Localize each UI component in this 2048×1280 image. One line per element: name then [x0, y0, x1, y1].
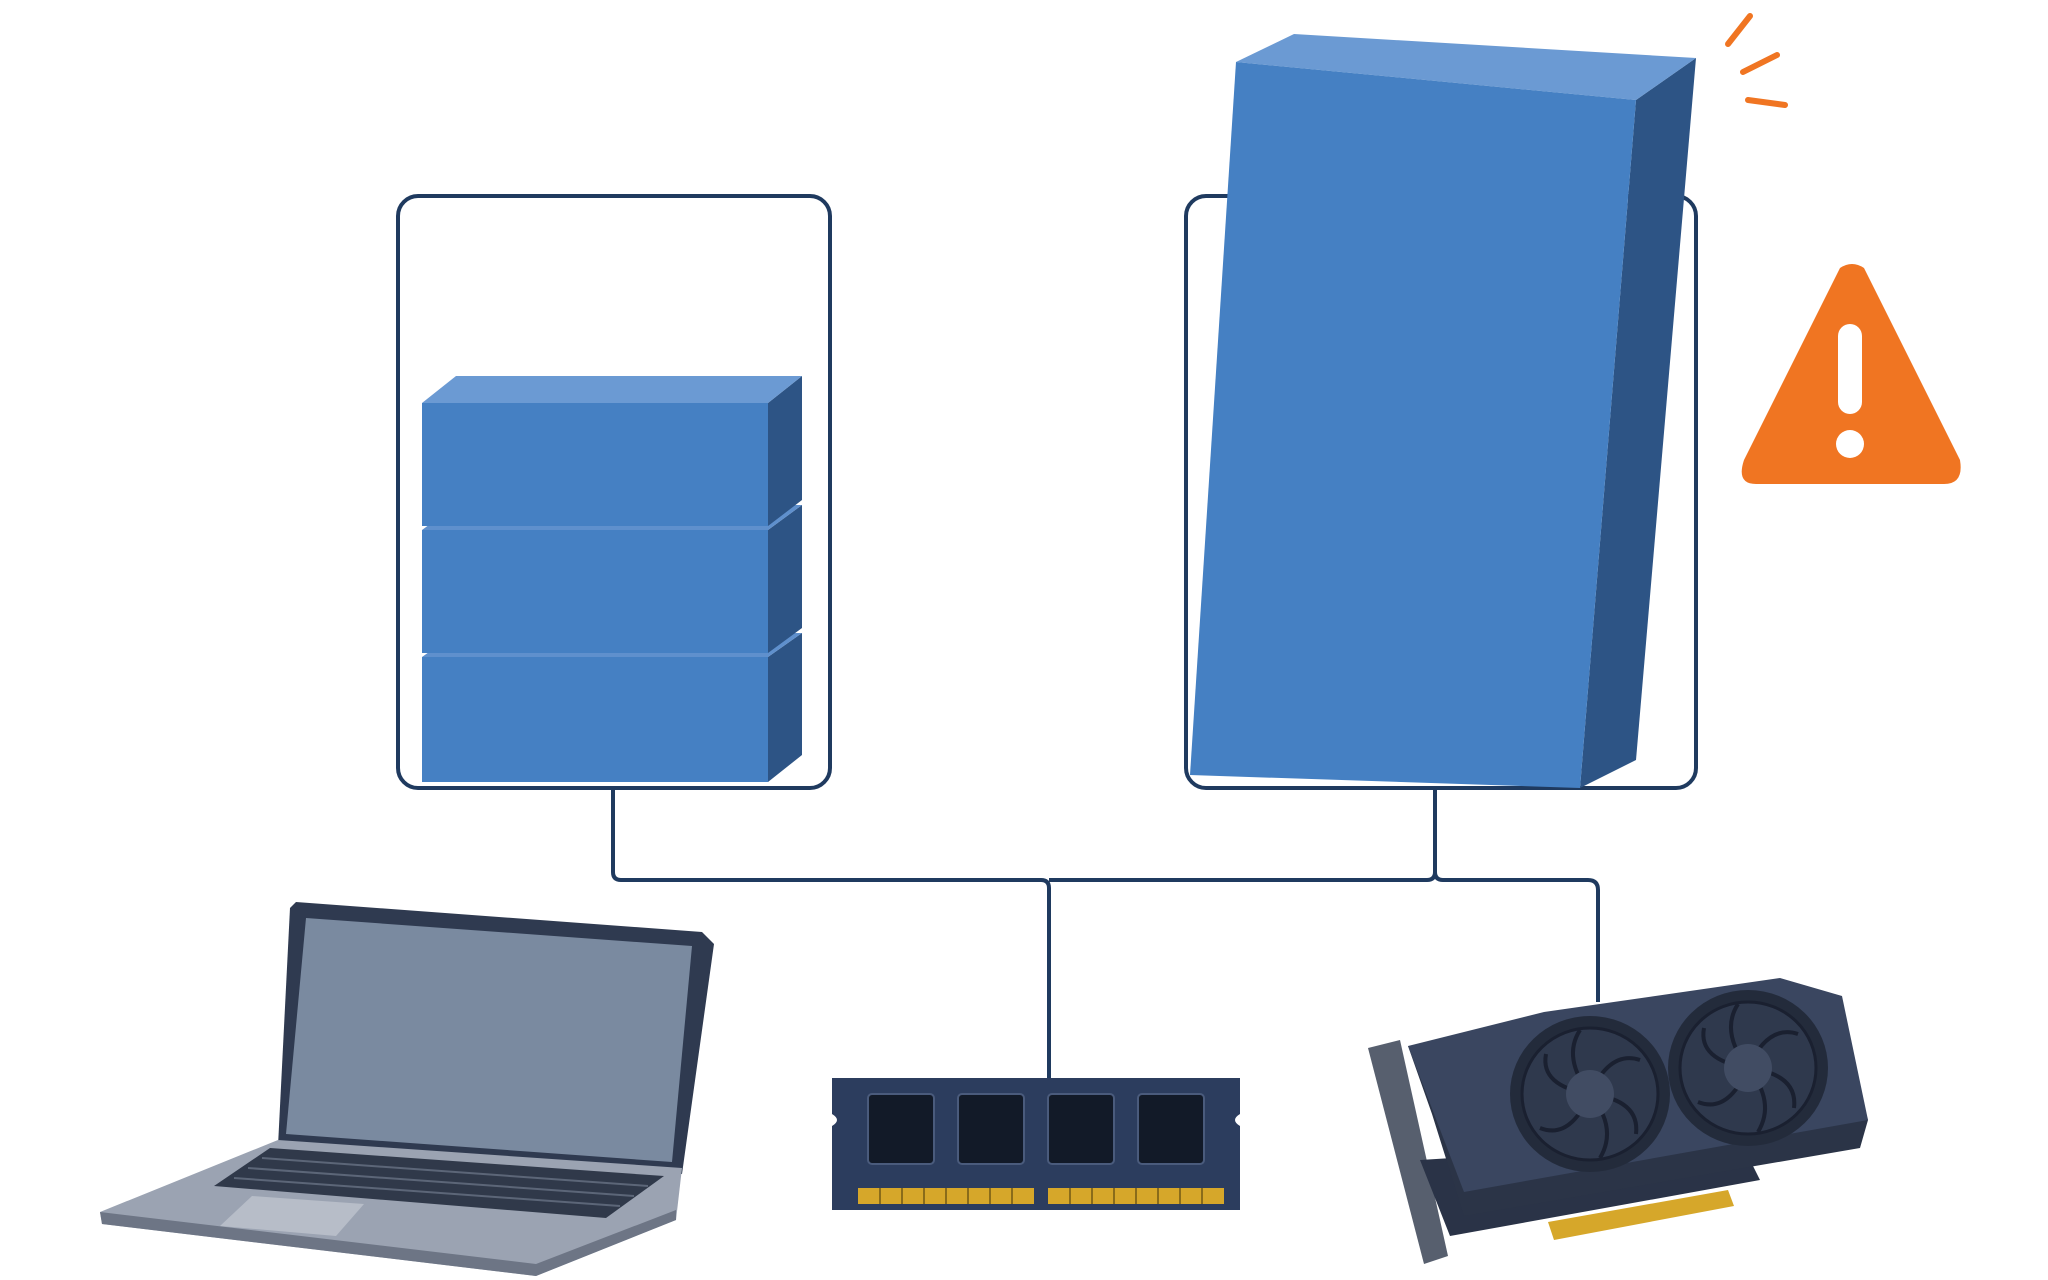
- gpu-gold-contacts: [1548, 1190, 1734, 1240]
- storage-block-3: [422, 633, 802, 782]
- storage-stack-component: [396, 194, 832, 790]
- connector-storage-to-memory: [611, 790, 1051, 1078]
- large-block-front: [1190, 62, 1636, 788]
- gpu-card-icon: [1368, 978, 1868, 1264]
- laptop-screen: [286, 918, 692, 1162]
- ram-chip-4: [1137, 1093, 1205, 1165]
- gpu-fan-2: [1668, 990, 1828, 1146]
- warning-alert: [1725, 13, 1961, 484]
- connector-block-to-gpu: [1433, 871, 1600, 1002]
- laptop-icon: [100, 902, 714, 1276]
- warning-triangle-icon: [1741, 264, 1961, 484]
- gpu-bracket: [1368, 1040, 1448, 1264]
- ram-chip-2: [957, 1093, 1025, 1165]
- connector-block-to-memory: [1049, 790, 1437, 882]
- large-block-component: [1184, 34, 1698, 790]
- gpu-fan-1: [1510, 1016, 1670, 1172]
- laptop-keyboard-keys: [233, 1157, 649, 1207]
- ram-chip-3: [1047, 1093, 1115, 1165]
- ram-chips: [867, 1093, 1205, 1165]
- large-block-top: [1236, 34, 1696, 100]
- alert-spark-lines: [1725, 13, 1788, 108]
- laptop-touchpad: [220, 1196, 364, 1236]
- large-block-side: [1580, 58, 1696, 788]
- storage-block-1: [422, 376, 802, 526]
- connector-lines: [611, 790, 1600, 1078]
- ram-chip-1: [867, 1093, 935, 1165]
- ram-module-icon: [832, 1078, 1240, 1210]
- storage-block-2: [422, 505, 802, 653]
